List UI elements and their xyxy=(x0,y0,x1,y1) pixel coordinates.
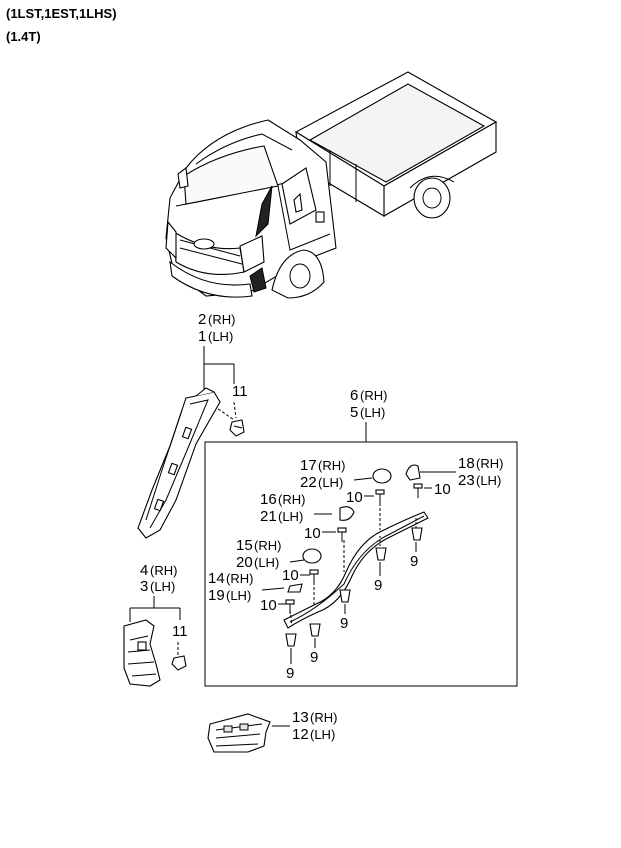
clip-icon xyxy=(285,518,423,647)
callout-9-e: 9 xyxy=(286,665,294,682)
callout-10-e: 10 xyxy=(260,597,277,614)
callout-15-number: 15 xyxy=(236,537,253,554)
callout-23-number: 23 xyxy=(458,472,475,489)
callout-2-side: (RH) xyxy=(208,312,235,327)
callout-6-number: 6 xyxy=(350,387,358,404)
callout-6-side: (RH) xyxy=(360,388,387,403)
model-codes-heading: (1LST,1EST,1LHS) xyxy=(6,6,117,21)
callout-9-a: 9 xyxy=(374,577,382,594)
callout-10-d: 10 xyxy=(282,567,299,584)
callout-10-a: 10 xyxy=(346,489,363,506)
callout-9-d: 9 xyxy=(310,649,318,666)
callout-21-side: (LH) xyxy=(278,509,303,524)
step-trim-icon xyxy=(207,713,271,753)
callout-9-b: 9 xyxy=(410,553,418,570)
callout-20-number: 20 xyxy=(236,554,253,571)
clip-icon xyxy=(229,419,245,437)
callout-19-side: (LH) xyxy=(226,588,251,603)
callout-19-number: 19 xyxy=(208,587,225,604)
a-pillar-trim-icon xyxy=(137,387,221,539)
callout-14-number: 14 xyxy=(208,570,225,587)
callout-13-side: (RH) xyxy=(310,710,337,725)
callout-3-number: 3 xyxy=(140,578,148,595)
callout-12-number: 12 xyxy=(292,726,309,743)
callout-15-side: (RH) xyxy=(254,538,281,553)
callout-4-number: 4 xyxy=(140,562,148,579)
callout-18-side: (RH) xyxy=(476,456,503,471)
clip-icon xyxy=(171,655,187,671)
callout-14-side: (RH) xyxy=(226,571,253,586)
callout-2-number: 2 xyxy=(198,311,206,328)
callout-5-number: 5 xyxy=(350,404,358,421)
callout-22-side: (LH) xyxy=(318,475,343,490)
truck-icon xyxy=(165,71,498,299)
callout-5-side: (LH) xyxy=(360,405,385,420)
callout-17-number: 17 xyxy=(300,457,317,474)
callout-12-side: (LH) xyxy=(310,727,335,742)
callout-17-side: (RH) xyxy=(318,458,345,473)
callout-18-number: 18 xyxy=(458,455,475,472)
door-weatherstrip-icon xyxy=(283,511,429,629)
callout-11-lower: 11 xyxy=(172,623,188,640)
callout-20-side: (LH) xyxy=(254,555,279,570)
callout-10-c: 10 xyxy=(304,525,321,542)
callout-16-number: 16 xyxy=(260,491,277,508)
callout-11-upper: 11 xyxy=(232,383,248,400)
callout-3-side: (LH) xyxy=(150,579,175,594)
callout-13-number: 13 xyxy=(292,709,309,726)
callout-22-number: 22 xyxy=(300,474,317,491)
lower-cowl-trim-icon xyxy=(123,619,161,687)
callout-23-side: (LH) xyxy=(476,473,501,488)
callout-1-side: (LH) xyxy=(208,329,233,344)
callout-10-b: 10 xyxy=(434,481,451,498)
callout-21-number: 21 xyxy=(260,508,277,525)
screw-icon xyxy=(285,483,423,614)
callout-16-side: (RH) xyxy=(278,492,305,507)
callout-9-c: 9 xyxy=(340,615,348,632)
cap-icon xyxy=(287,464,421,593)
weatherstrip-assembly-frame xyxy=(204,441,518,687)
callout-4-side: (RH) xyxy=(150,563,177,578)
callout-1-number: 1 xyxy=(198,328,206,345)
variant-heading: (1.4T) xyxy=(6,29,41,44)
